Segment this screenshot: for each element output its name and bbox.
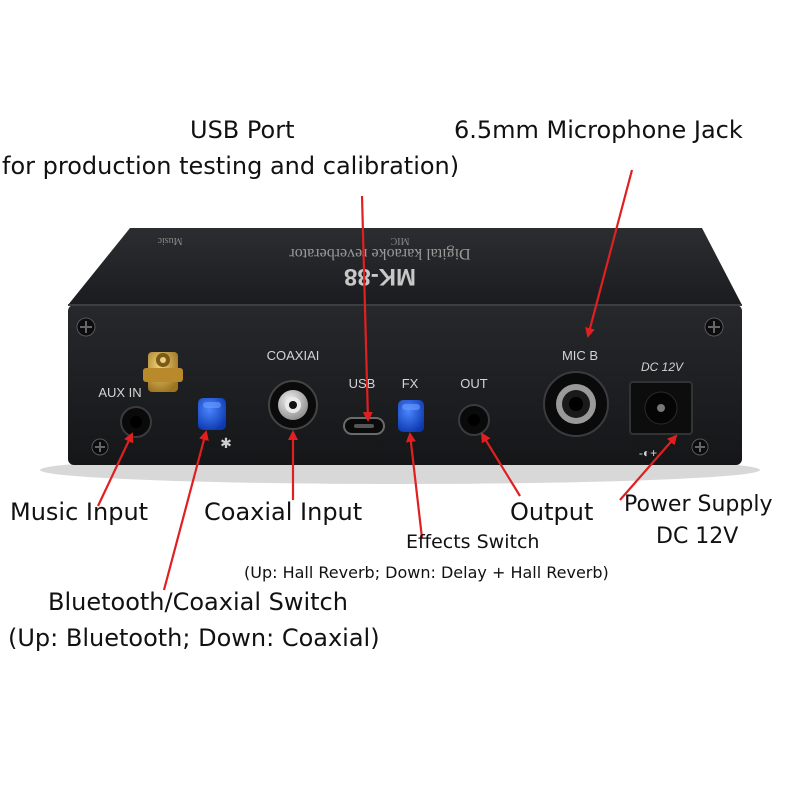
bt-switch-arrow [162,430,209,591]
music-input-label: Music Input [10,498,149,526]
callout-arrows [97,169,678,591]
corner-screws [76,317,724,456]
screw-icon [691,438,709,456]
out-label: OUT [460,376,488,391]
output-jack [458,404,490,436]
screw-icon [91,438,109,456]
coaxial-rca-jack [268,380,318,430]
power-arrow [619,434,678,501]
aux-in-label: AUX IN [98,385,141,400]
bt-coax-switch [198,398,226,430]
bluetooth-icon: ✱ [220,436,232,452]
fx-switch [398,400,424,432]
usb-label: USB [349,376,376,391]
enclosure-top [68,228,742,305]
aux-in-jack [120,406,152,438]
bt-switch-title: Bluetooth/Coaxial Switch [48,588,348,616]
mic-b-label: MIC B [562,348,598,363]
output-arrow [480,432,521,497]
antenna-connector [143,352,183,392]
usb-port-title: USB Port [190,116,295,144]
dc-label: DC 12V [641,360,684,374]
music-top-label: Music [157,235,183,246]
model-label: MK-88 [344,263,416,290]
effects-switch-description: (Up: Hall Reverb; Down: Delay + Hall Rev… [244,563,609,582]
power-supply-voltage: DC 12V [656,524,739,549]
power-supply-title: Power Supply [624,492,773,517]
bt-switch-description: (Up: Bluetooth; Down: Coaxial) [8,624,380,652]
subtitle-label: Digital karaoke reverberator [289,245,471,262]
polarity-label: -◐+ [639,446,657,460]
mic-top-label: MIC [390,235,409,246]
effects-switch-title: Effects Switch [406,531,540,553]
usb-arrow [360,195,373,422]
effects-switch-arrow [405,432,424,539]
music-input-arrow [97,432,134,507]
screw-icon [704,317,724,337]
mic-jack-arrow [585,169,634,338]
screw-icon [76,317,96,337]
usb-port [343,417,385,435]
usb-port-description: for production testing and calibration) [2,152,460,180]
output-title: Output [510,498,594,526]
dc-jack [629,381,693,435]
mic-jack [543,371,609,437]
coaxial-label: COAXIAI [267,348,320,363]
top-print: MK-88 Digital karaoke reverberator Music… [157,235,471,290]
mic-jack-title: 6.5mm Microphone Jack [454,116,743,144]
fx-label: FX [402,376,419,391]
coaxial-input-label: Coaxial Input [204,498,363,526]
